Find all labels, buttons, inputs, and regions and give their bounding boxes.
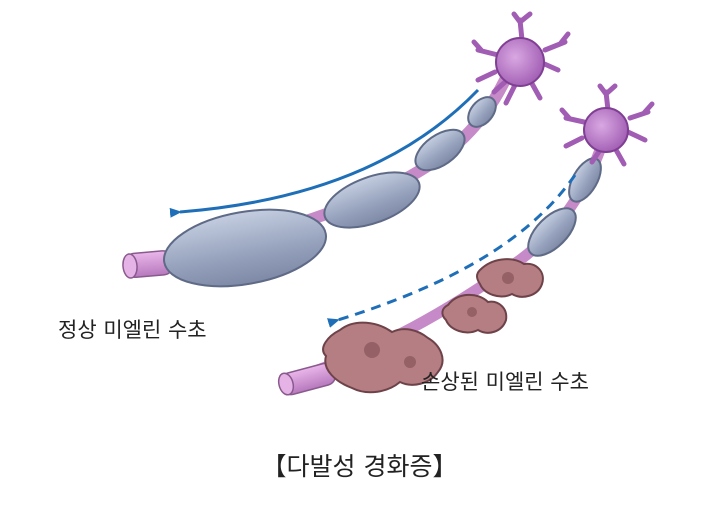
normal-neuron [122, 11, 571, 288]
normal-neuron-body [471, 11, 571, 106]
damaged-lesions [364, 272, 514, 368]
damaged-neuron [277, 83, 655, 396]
normal-myelin-sheath [163, 96, 497, 288]
damaged-intact-myelin [527, 157, 602, 257]
normal-signal-arrow [169, 88, 480, 218]
damaged-neuron-body [559, 83, 655, 167]
normal-myelin-label: 정상 미엘린 수초 [58, 318, 207, 342]
diagram-caption: 【다발성 경화증】 [261, 452, 458, 481]
damaged-myelin-label: 손상된 미엘린 수초 [421, 370, 589, 394]
damaged-signal-arrow [326, 174, 577, 328]
